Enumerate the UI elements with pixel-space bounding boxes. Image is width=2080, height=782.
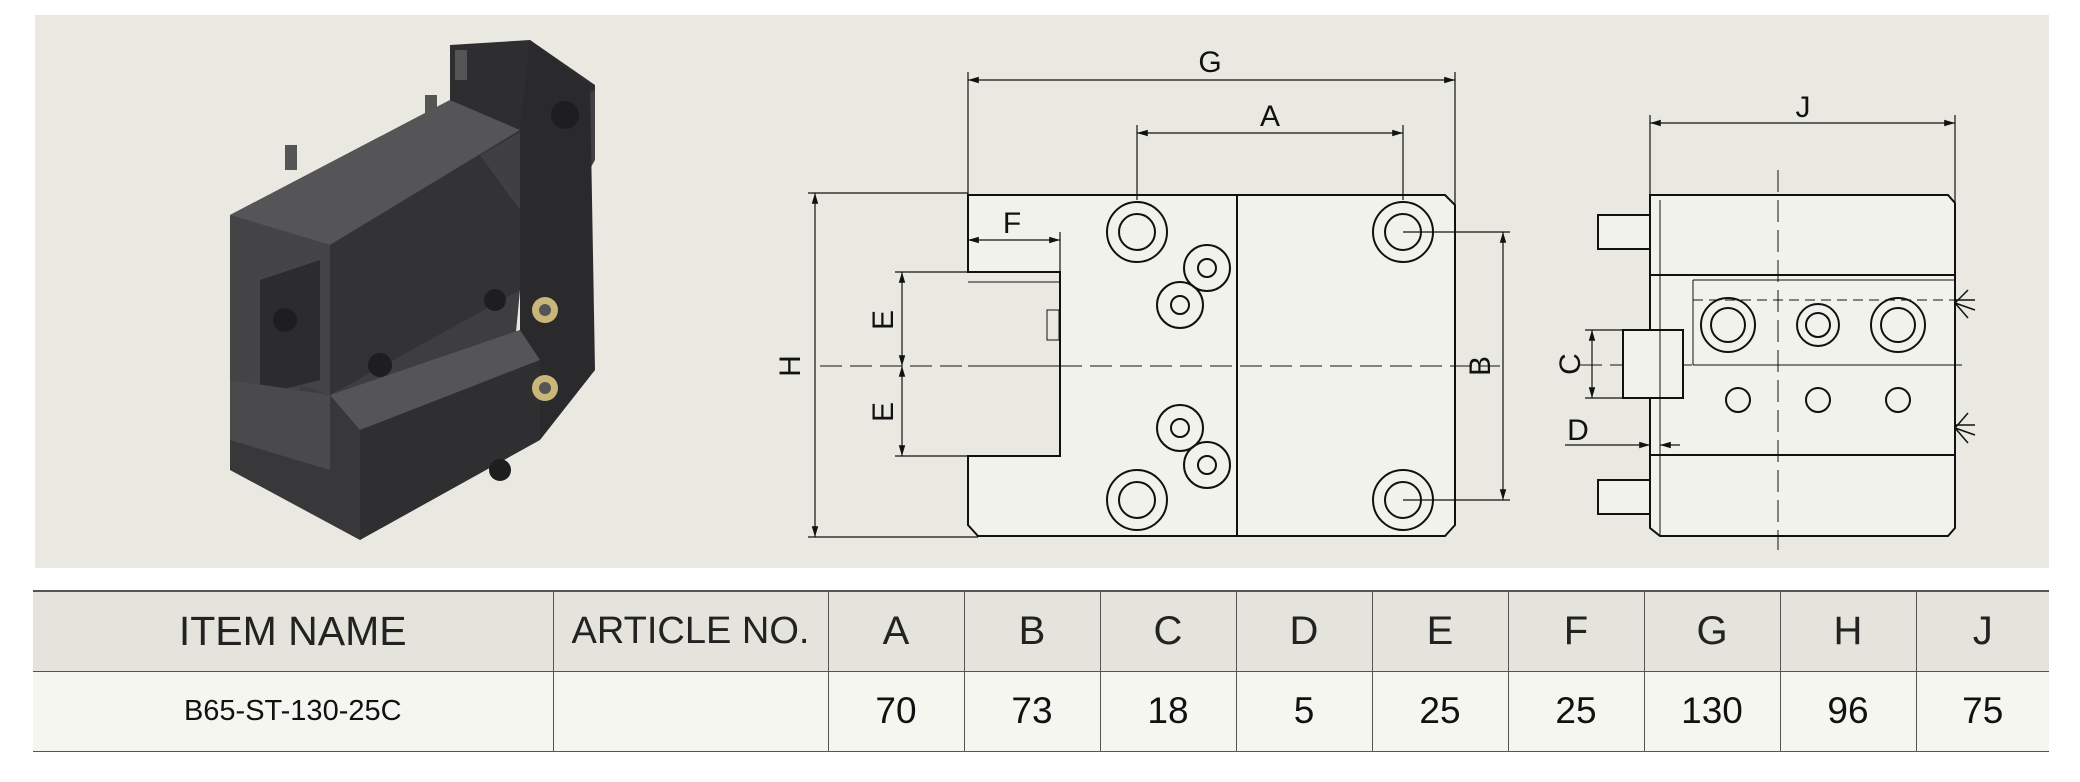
side-view [1580,170,1976,550]
cell-C: 18 [1099,670,1237,752]
col-header-item-name: ITEM NAME [33,590,554,672]
col-header-D: D [1235,590,1373,672]
cell-J: 75 [1915,670,2049,752]
cell-D: 5 [1235,670,1373,752]
col-header-H: H [1779,590,1917,672]
col-header-J: J [1915,590,2049,672]
dim-label-H: H [774,355,807,377]
cell-item-name: B65-ST-130-25C [33,670,554,752]
col-header-E: E [1371,590,1509,672]
cell-F: 25 [1507,670,1645,752]
table-row: B65-ST-130-25C 70 73 18 5 25 25 130 96 7… [33,670,2049,752]
dim-label-J: J [1796,91,1811,124]
dim-label-E-upper: E [867,310,900,330]
cell-E: 25 [1371,670,1509,752]
col-header-A: A [827,590,965,672]
cell-article-no [552,670,829,752]
cell-A: 70 [827,670,965,752]
col-header-C: C [1099,590,1237,672]
front-view [820,194,1500,537]
table-header-row: ITEM NAME ARTICLE NO. A B C D E F G H J [33,590,2049,672]
col-header-article-no: ARTICLE NO. [552,590,829,672]
cell-G: 130 [1643,670,1781,752]
cell-H: 96 [1779,670,1917,752]
technical-drawing: G A F H E E B J C D [230,40,1976,550]
dim-label-F: F [1003,207,1021,240]
dim-label-B: B [1464,356,1497,376]
product-render [230,40,595,540]
dim-label-E-lower: E [867,402,900,422]
col-header-B: B [963,590,1101,672]
dim-label-G: G [1198,46,1221,79]
dim-label-A: A [1260,100,1280,133]
side-dimensions [1565,115,1956,449]
col-header-F: F [1507,590,1645,672]
dim-label-C: C [1554,353,1587,375]
front-dimensions [808,72,1510,538]
cell-B: 73 [963,670,1101,752]
spec-table: ITEM NAME ARTICLE NO. A B C D E F G H J … [33,590,2049,752]
col-header-G: G [1643,590,1781,672]
dim-label-D: D [1567,414,1589,447]
